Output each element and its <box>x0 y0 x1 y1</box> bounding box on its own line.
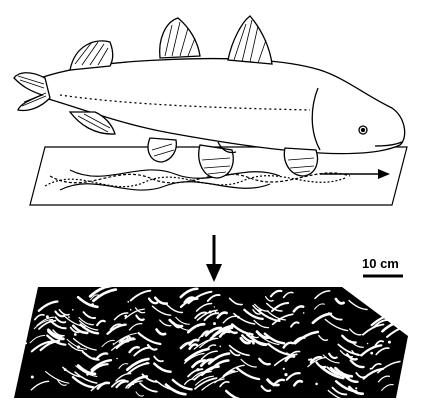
trace-dot <box>127 301 129 303</box>
trace-dot <box>310 358 313 361</box>
trace-dot <box>388 341 391 344</box>
trace-dot <box>86 373 88 375</box>
scale-bar-label: 10 cm <box>362 256 399 271</box>
trace-dot <box>308 359 310 361</box>
trace-dot <box>220 346 222 348</box>
trace-dot <box>303 312 305 314</box>
trace-dot <box>72 309 74 311</box>
trace-dot <box>77 346 80 349</box>
trace-dot <box>146 362 148 364</box>
down-arrow <box>206 235 222 282</box>
trace-dot <box>213 322 216 325</box>
trace-dot <box>130 309 132 311</box>
trace-dot <box>370 352 373 355</box>
trace-mark <box>382 292 391 297</box>
trace-dot <box>223 332 226 335</box>
trace-dot <box>68 316 70 318</box>
fish-body <box>40 59 405 154</box>
fish-dorsal-fin-1 <box>70 41 113 70</box>
trace-dot <box>46 315 49 318</box>
trace-dot <box>367 343 368 344</box>
trace-dot <box>91 303 94 306</box>
trace-dot <box>252 342 255 345</box>
trace-dot <box>74 333 77 336</box>
trace-mark <box>381 308 390 313</box>
trace-dot <box>209 311 212 314</box>
fossil-slab <box>14 286 410 400</box>
trace-dot <box>125 381 127 383</box>
trace-dot <box>237 316 240 319</box>
trace-dot <box>380 308 382 310</box>
trace-dot <box>215 311 217 313</box>
trace-dot <box>370 368 372 370</box>
trace-dot <box>283 368 285 370</box>
trace-dot <box>286 352 287 353</box>
trace-dot <box>196 368 199 371</box>
trace-dot <box>113 343 114 344</box>
trace-dot <box>64 368 67 371</box>
trace-dot <box>25 342 27 344</box>
fish-tail-fin <box>14 73 50 111</box>
trace-dot <box>355 387 357 389</box>
trace-dot <box>288 356 290 358</box>
trace-dot <box>214 306 215 307</box>
trace-dot <box>124 315 127 318</box>
fish-dorsal-fin-3 <box>228 16 272 64</box>
trace-dot <box>315 383 318 386</box>
trace-dot <box>116 358 118 360</box>
trace-dot <box>31 376 34 379</box>
trace-dot <box>284 373 287 376</box>
